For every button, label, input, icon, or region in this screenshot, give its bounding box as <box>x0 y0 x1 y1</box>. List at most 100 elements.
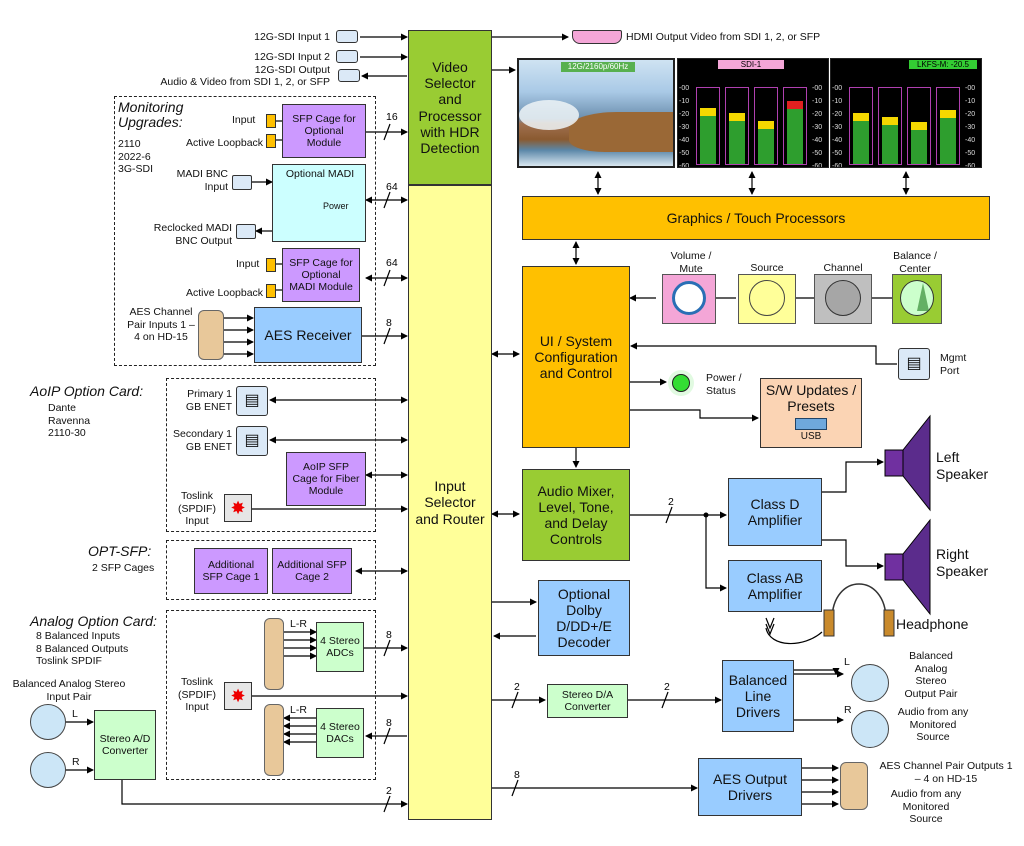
bus-count: 8 <box>514 769 520 781</box>
volume-mute-knob[interactable] <box>662 274 716 324</box>
ui-control-block: UI / System Configuration and Control <box>522 266 630 448</box>
balance-pointer-icon <box>917 283 929 311</box>
aoip-sfp-cage: AoIP SFP Cage for Fiber Module <box>286 452 366 506</box>
aoip-title: AoIP Option Card: <box>30 383 144 399</box>
primary-enet-label: Primary 1 GB ENET <box>185 388 232 413</box>
bus-count: 2 <box>514 681 520 693</box>
meter-title: LKFS-M: -20.5 <box>909 60 977 69</box>
balanced-output-label: Balanced Analog Stereo Output Pair <box>904 650 958 700</box>
analog-option-card <box>166 610 376 780</box>
aes-output-drivers: AES Output Drivers <box>698 758 802 816</box>
meter-bar <box>783 87 807 165</box>
meter-scale-label: -50 <box>812 150 823 157</box>
hd15-output-connector-icon <box>840 762 868 810</box>
hdmi-connector-icon <box>572 30 622 44</box>
meter-scale-label: -20 <box>965 111 976 118</box>
router-block: Input Selector and Router <box>408 185 492 820</box>
bus-count: 2 <box>664 681 670 693</box>
aes-input-label: AES Channel Pair Inputs 1 – 4 on HD-15 <box>127 306 195 344</box>
meter-bar <box>849 87 873 165</box>
stereo-dacs-block: 4 Stereo DACs <box>316 708 364 758</box>
video-preview-screen: 12G/2160p/60Hz <box>517 58 675 168</box>
surf-foam <box>519 100 579 130</box>
hd15-input-connector-icon <box>198 310 224 360</box>
mgmt-port-label: Mgmt Port <box>940 352 967 377</box>
meter-scale-label: -60 <box>679 163 690 168</box>
bnc-connector-icon <box>336 30 358 43</box>
sfp-cage-module: SFP Cage for Optional Module <box>282 104 366 158</box>
reclocked-madi-label: Reclocked MADI BNC Output <box>153 222 232 247</box>
monitoring-upgrades-card <box>114 96 376 366</box>
secondary-enet-label: Secondary 1 GB ENET <box>173 428 232 453</box>
knob-icon <box>825 280 861 316</box>
db25-input-connector-icon <box>264 618 284 690</box>
stereo-adcs-block: 4 Stereo ADCs <box>316 622 364 672</box>
db25-output-connector-icon <box>264 704 284 776</box>
power-led-icon <box>672 374 690 392</box>
hdmi-output-label: HDMI Output Video from SDI 1, 2, or SFP <box>626 31 821 43</box>
sdi-input-1-label: 12G-SDI Input 1 <box>254 31 330 43</box>
usb-label: USB <box>800 431 822 443</box>
meter-scale-label: -00 <box>965 85 976 92</box>
sdi-output-label: 12G-SDI Output <box>254 64 330 76</box>
meter-bar <box>754 87 778 165</box>
meter-scale-label: -50 <box>965 150 976 157</box>
source-label: Source <box>750 262 784 274</box>
meter-bar <box>936 87 960 165</box>
bus-count: 2 <box>386 785 392 797</box>
updates-presets-block: S/W Updates / Presets USB <box>760 378 862 448</box>
aoip-protocols: Dante Ravenna 2110-30 <box>48 402 91 440</box>
meter-scale-label: -30 <box>832 124 843 131</box>
channel-knob[interactable] <box>814 274 872 324</box>
analog-stereo-in-label: Balanced Analog Stereo Input Pair <box>12 678 126 703</box>
meter-scale-label: -30 <box>812 124 823 131</box>
toslink-input-label: Toslink (SPDIF) Input <box>178 490 216 528</box>
meter-scale-label: -40 <box>679 137 690 144</box>
stereo-ad-converter: Stereo A/D Converter <box>94 710 156 780</box>
sdi-output-sub-label: Audio & Video from SDI 1, 2, or SFP <box>160 76 330 88</box>
level-meter-screen: SDI-1 -00-00-10-10-20-20-30-30-40-40-50-… <box>677 58 829 168</box>
xlr-in-l-label: L <box>72 708 78 720</box>
additional-sfp-cage-2: Additional SFP Cage 2 <box>272 548 352 594</box>
sfp-madi-module: SFP Cage for Optional MADI Module <box>282 248 360 302</box>
source-knob[interactable] <box>738 274 796 324</box>
audio-mixer-block: Audio Mixer, Level, Tone, and Delay Cont… <box>522 469 630 561</box>
ethernet-port-icon: ▤ <box>898 348 930 380</box>
sfp-madi-loopback-label: Active Loopback <box>186 287 264 299</box>
xlr-output-connector-icon <box>851 664 889 702</box>
adc-lr-label: L-R <box>290 618 307 630</box>
ethernet-port-icon: ▤ <box>236 386 268 416</box>
balance-center-knob[interactable] <box>892 274 942 324</box>
meter-bar <box>725 87 749 165</box>
sfp-madi-input-label: Input <box>236 258 260 270</box>
video-selector-block: Video Selector and Processor with HDR De… <box>408 30 492 185</box>
xlr-r-label: R <box>844 704 852 716</box>
bus-count: 8 <box>386 717 392 729</box>
channel-label: Channel <box>823 262 863 274</box>
opt-sfp-card <box>166 540 376 600</box>
bus-count: 16 <box>386 111 398 123</box>
bnc-connector-icon <box>338 69 360 82</box>
meter-scale-label: -40 <box>965 137 976 144</box>
updates-label: S/W Updates / Presets <box>765 382 857 415</box>
knob-icon <box>672 281 706 315</box>
xlr-input-connector-icon <box>30 752 66 788</box>
opt-sfp-sub: 2 SFP Cages <box>92 562 155 574</box>
balanced-output-sub-label: Audio from any Monitored Source <box>897 706 969 744</box>
bnc-connector-icon <box>232 175 252 190</box>
meter-scale-label: -10 <box>965 98 976 105</box>
balance-label: Balance / Center <box>893 250 937 275</box>
meter-scale-label: -10 <box>812 98 823 105</box>
power-status-label: Power / Status <box>706 372 742 397</box>
knob-icon <box>749 280 785 316</box>
bus-count: 64 <box>386 257 398 269</box>
optional-madi-block: Optional MADI Power <box>272 164 366 242</box>
sfp-port-icon <box>266 114 276 128</box>
meter-title: SDI-1 <box>718 60 784 69</box>
bus-count: 8 <box>386 317 392 329</box>
loudness-meter-screen: LKFS-M: -20.5 -00-00-10-10-20-20-30-30-4… <box>830 58 982 168</box>
class-ab-amplifier: Class AB Amplifier <box>728 560 822 612</box>
meter-bar <box>696 87 720 165</box>
